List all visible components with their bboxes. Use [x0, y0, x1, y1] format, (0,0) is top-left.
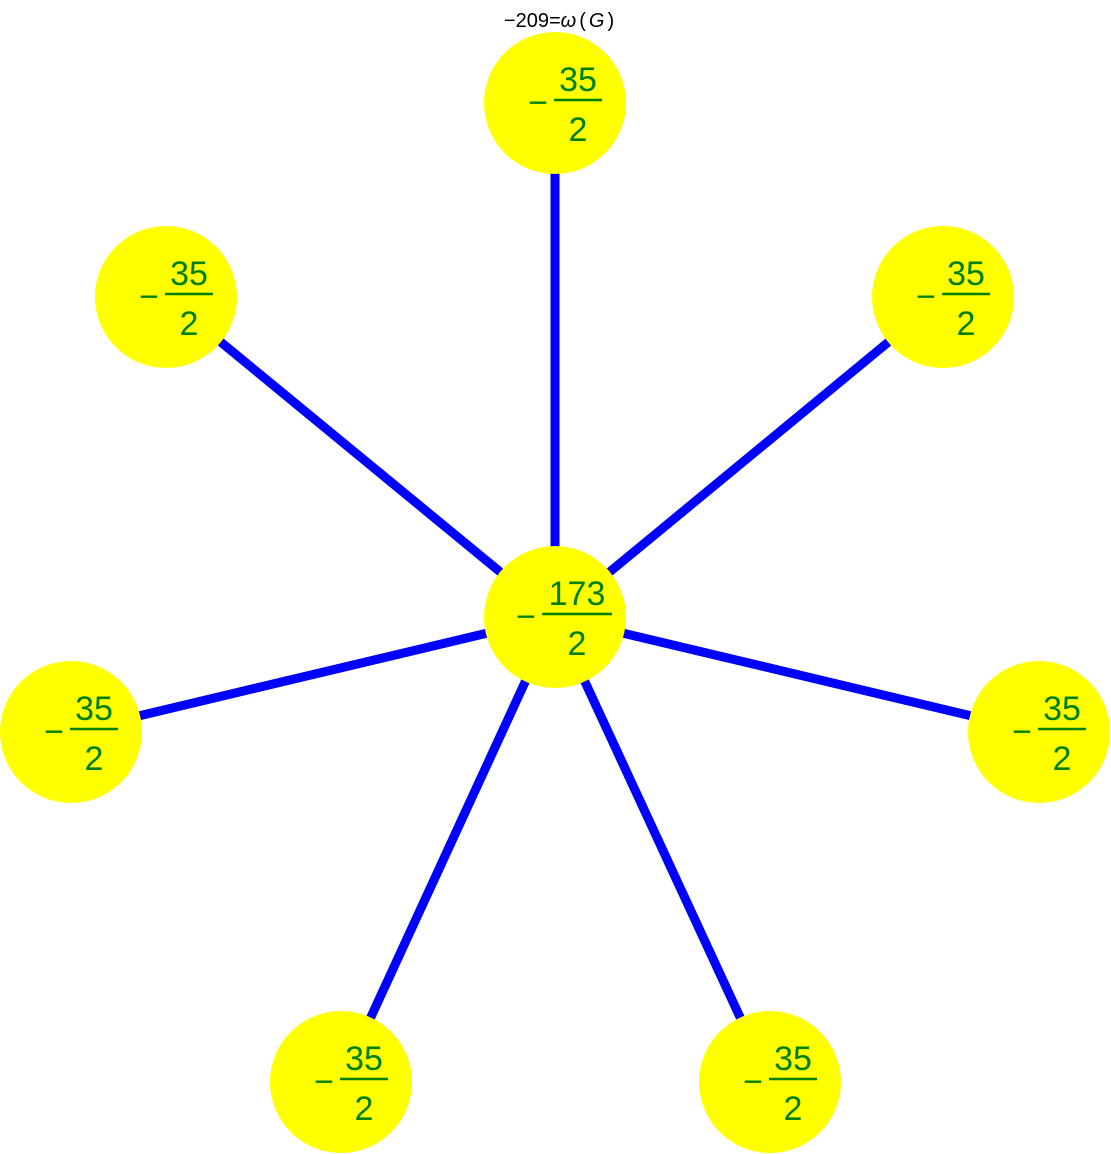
node-denominator: 2 [180, 305, 199, 343]
node-numerator: 35 [559, 61, 597, 99]
node-sign: − [139, 278, 159, 316]
edge-center-right [553, 612, 1041, 737]
node-lower-right: −35 2 [699, 1011, 841, 1153]
node-left: −35 2 [0, 661, 142, 803]
node-numerator: 173 [549, 575, 606, 613]
node-sign: − [1012, 713, 1032, 751]
title-close-paren: ) [607, 10, 614, 32]
node-numerator: 35 [774, 1040, 812, 1078]
edge-center-upper-right [552, 293, 946, 621]
node-center: −173 2 [484, 546, 626, 688]
node-sign: − [528, 84, 548, 122]
node-numerator: 35 [1043, 690, 1081, 728]
title-prefix: −209= [504, 10, 561, 32]
graph-title: −209=ω(G) [504, 10, 614, 32]
node-numerator: 35 [345, 1040, 383, 1078]
node-circle [872, 226, 1014, 368]
edges-layer [69, 103, 1041, 1084]
node-top: −35 2 [484, 32, 626, 174]
node-circle [699, 1011, 841, 1153]
node-numerator: 35 [947, 255, 985, 293]
title-variable: G [589, 10, 605, 32]
node-upper-left: −35 2 [95, 226, 237, 368]
node-sign: − [44, 713, 64, 751]
node-circle [270, 1011, 412, 1153]
node-circle [95, 226, 237, 368]
node-circle [968, 661, 1110, 803]
node-denominator: 2 [1053, 740, 1072, 778]
node-upper-right: −35 2 [872, 226, 1014, 368]
node-denominator: 2 [355, 1090, 374, 1128]
node-circle [0, 661, 142, 803]
node-denominator: 2 [85, 740, 104, 778]
node-sign: − [743, 1063, 763, 1101]
edge-center-lower-left [336, 615, 560, 1084]
edge-center-left [69, 612, 557, 737]
edge-center-upper-left [163, 293, 558, 621]
title-omega: ω [561, 10, 577, 32]
node-sign: − [314, 1063, 334, 1101]
node-lower-left: −35 2 [270, 1011, 412, 1153]
title-open-paren: ( [579, 10, 586, 32]
node-denominator: 2 [784, 1090, 803, 1128]
node-denominator: 2 [568, 625, 587, 663]
node-right: −35 2 [968, 661, 1110, 803]
node-sign: − [916, 278, 936, 316]
node-numerator: 35 [170, 255, 208, 293]
node-numerator: 35 [75, 690, 113, 728]
node-sign: − [516, 598, 536, 636]
node-circle [484, 32, 626, 174]
node-denominator: 2 [569, 111, 588, 149]
edge-center-lower-right [550, 615, 775, 1084]
node-denominator: 2 [957, 305, 976, 343]
node-circle [484, 546, 626, 688]
